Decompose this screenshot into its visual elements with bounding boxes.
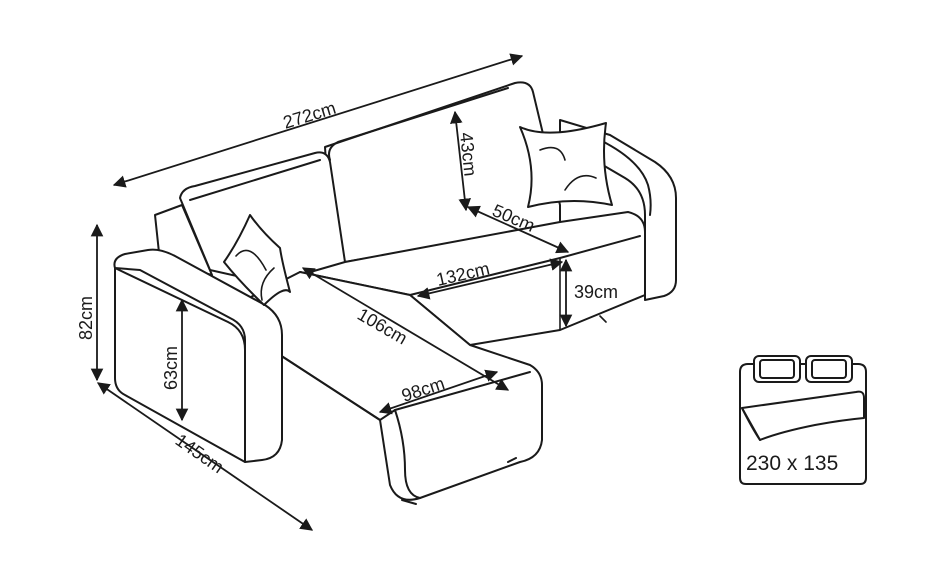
right-pillow [519, 122, 613, 208]
label-back-cushion-height: 43cm [456, 131, 480, 177]
dim-line-chaise-length [301, 267, 510, 391]
dim-line-back-cushion-height [450, 110, 471, 212]
bed-size-label: 230 x 135 [746, 452, 838, 475]
sofa-foot [401, 499, 417, 505]
dimension-lines [90, 53, 573, 531]
dim-line-chaise-depth [96, 382, 314, 531]
label-seat-height: 39cm [574, 282, 618, 302]
sofa-foot [507, 457, 517, 463]
left-pillow [223, 214, 291, 306]
label-total-height: 82cm [76, 296, 96, 340]
bed-icon: 230 x 135 [739, 355, 867, 485]
right-armrest [559, 119, 677, 301]
label-armrest-height: 63cm [161, 346, 181, 390]
dim-line-seat-depth [466, 205, 570, 254]
dim-line-total-length [112, 53, 524, 188]
dim-line-chaise-width [378, 369, 499, 415]
label-total-length: 272cm [281, 98, 339, 133]
